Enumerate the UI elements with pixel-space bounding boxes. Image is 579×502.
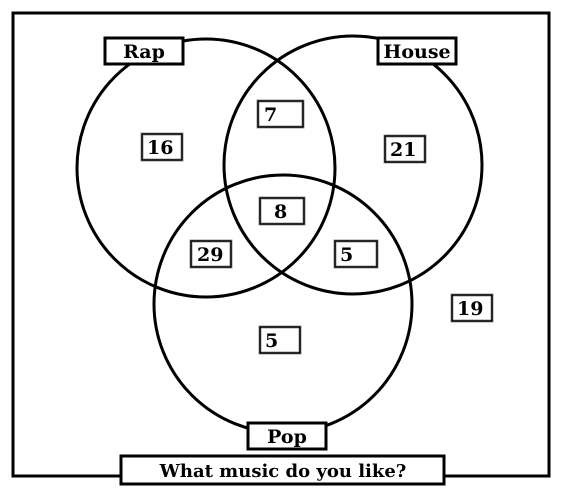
region-pop-only-value: 5: [265, 330, 278, 352]
region-house-pop: 5: [333, 239, 379, 269]
region-pop-only: 5: [258, 325, 302, 355]
region-outside: 19: [450, 293, 494, 323]
region-outside-value: 19: [457, 298, 483, 320]
outer-frame: [11, 11, 551, 478]
rap-label-box: Rap: [103, 36, 185, 66]
region-rap-only: 16: [140, 132, 184, 162]
pop-label: Pop: [267, 426, 307, 448]
region-all-three-value: 8: [274, 201, 287, 223]
region-rap-pop-value: 29: [197, 244, 223, 266]
question-text: What music do you like?: [159, 461, 407, 482]
house-label: House: [383, 41, 450, 63]
pop-label-box: Pop: [246, 421, 328, 451]
house-label-box: House: [376, 36, 458, 66]
region-house-pop-value: 5: [340, 244, 353, 266]
rap-label: Rap: [123, 41, 165, 63]
question-box: What music do you like?: [119, 454, 446, 486]
region-all-three: 8: [258, 196, 306, 226]
region-rap-only-value: 16: [147, 137, 173, 159]
rap-circle: [75, 37, 337, 299]
region-house-only-value: 21: [390, 139, 416, 161]
house-circle: [222, 34, 484, 296]
region-rap-house: 7: [256, 99, 305, 129]
region-rap-pop: 29: [189, 239, 233, 269]
region-rap-house-value: 7: [264, 104, 277, 126]
region-house-only: 21: [383, 134, 427, 164]
